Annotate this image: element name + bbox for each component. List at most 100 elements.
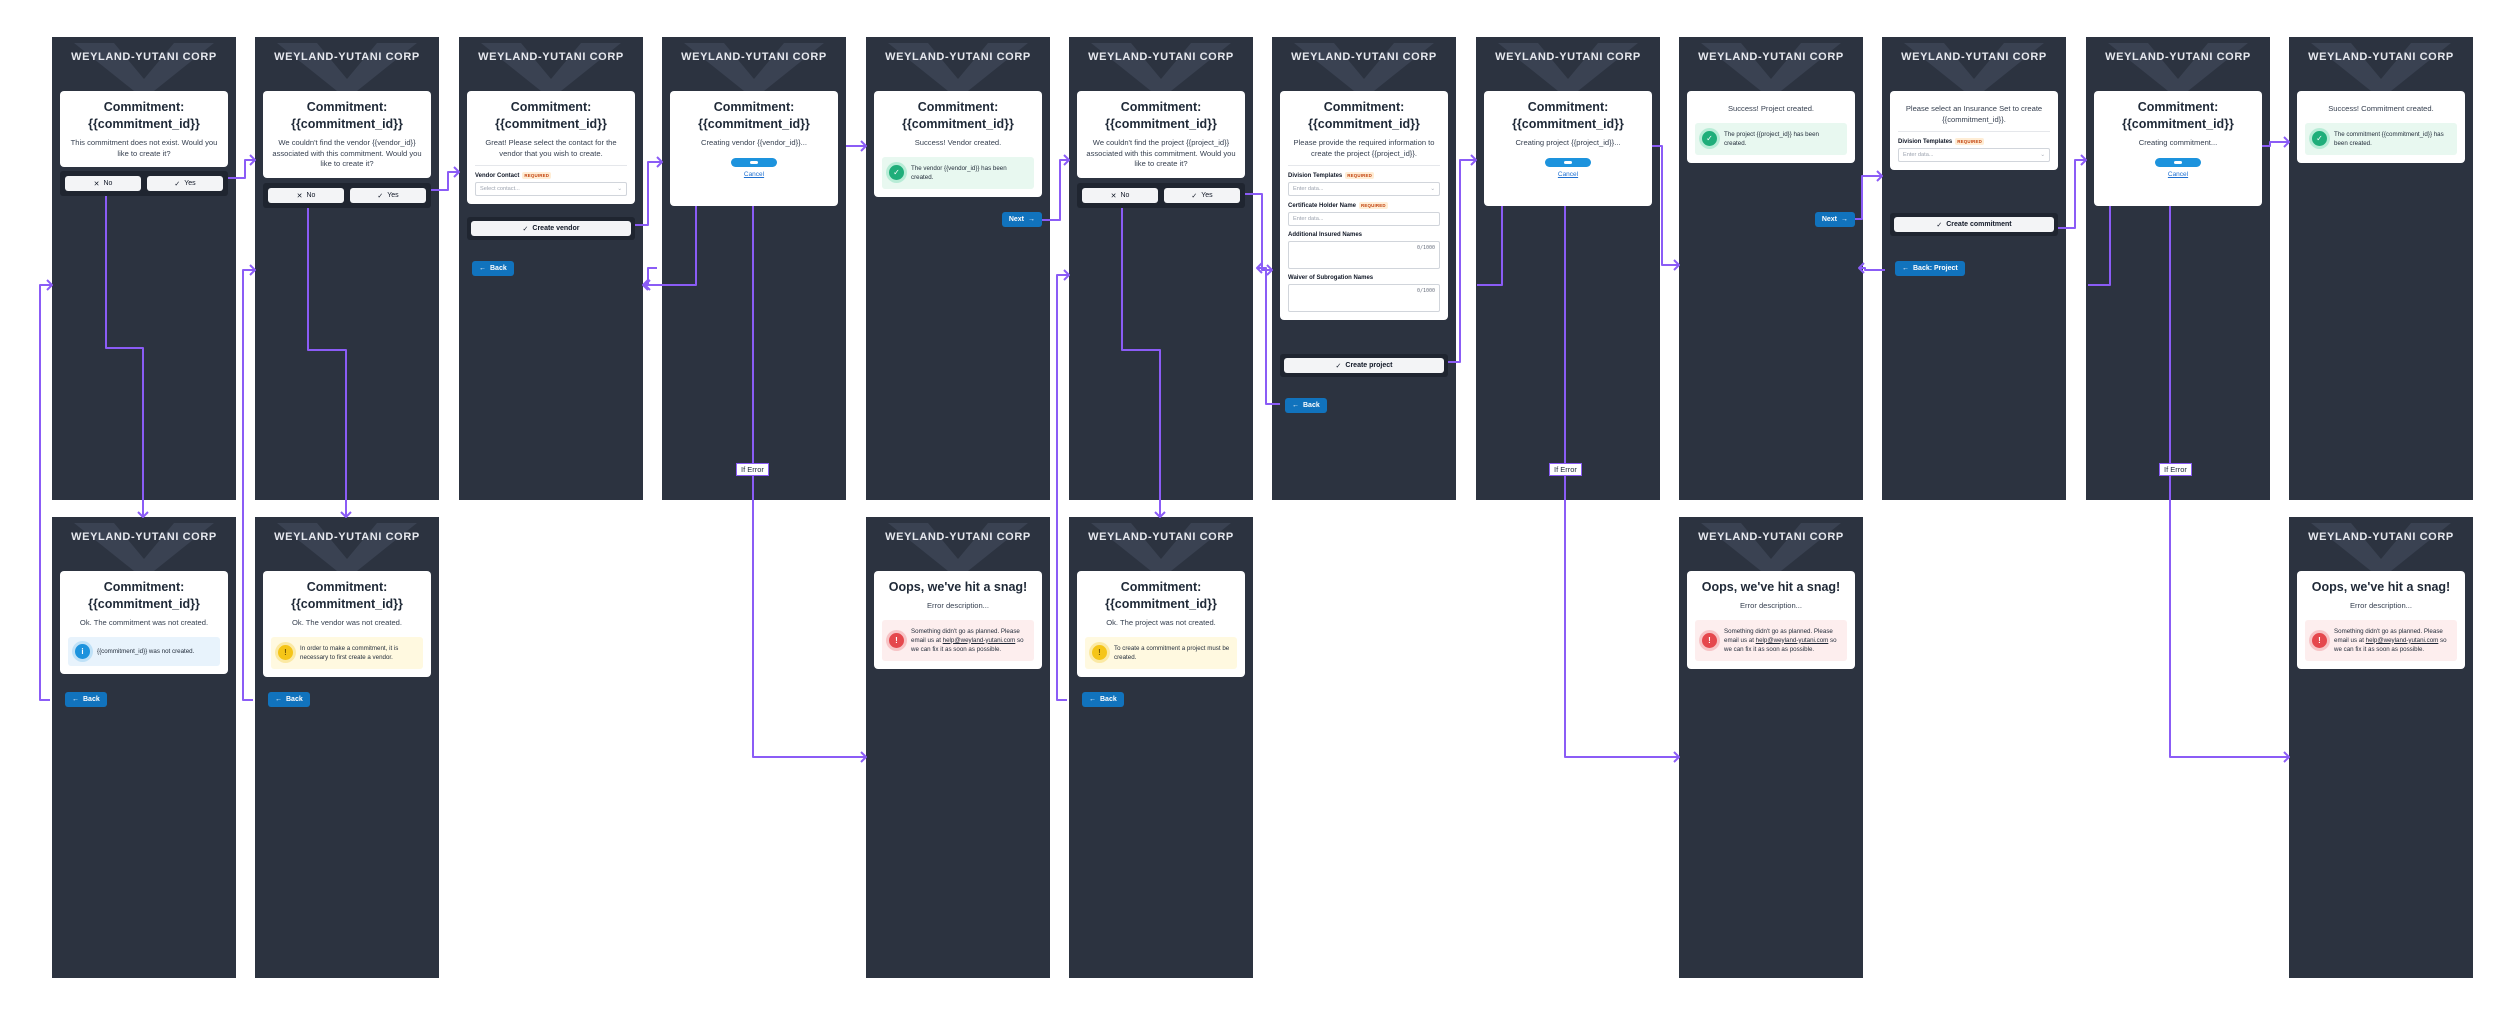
next-button[interactable]: Next→ xyxy=(1001,212,1042,227)
check-icon: ✓ xyxy=(1335,362,1342,370)
dialog-card: Oops, we've hit a snag! Error descriptio… xyxy=(874,571,1042,669)
check-circle-icon: ✓ xyxy=(1702,131,1717,146)
back-button[interactable]: ←Back xyxy=(472,261,514,276)
dialog-title: Oops, we've hit a snag! xyxy=(888,580,1028,594)
arrow-left-icon: ← xyxy=(275,696,282,703)
screen-vendor-created: WEYLAND-YUTANI CORP Commitment: {{commit… xyxy=(866,37,1050,500)
brand-title: WEYLAND-YUTANI CORP xyxy=(274,51,420,63)
yes-button[interactable]: ✓Yes xyxy=(350,188,426,203)
flow-connector xyxy=(645,267,657,286)
support-email-link[interactable]: help@weyland-yutani.com xyxy=(942,636,1016,644)
screen-select-vendor-contact: WEYLAND-YUTANI CORP Commitment: {{commit… xyxy=(459,37,643,500)
no-button[interactable]: ✕No xyxy=(65,176,141,191)
create-project-button[interactable]: ✓Create project xyxy=(1284,358,1444,373)
create-vendor-button[interactable]: ✓Create vendor xyxy=(471,221,631,236)
yes-button[interactable]: ✓Yes xyxy=(147,176,223,191)
back-button[interactable]: ←Back xyxy=(268,692,310,707)
next-button[interactable]: Next→ xyxy=(1814,212,1855,227)
screen-creating-project: WEYLAND-YUTANI CORP Commitment: {{commit… xyxy=(1476,37,1660,500)
weyland-logo-watermark xyxy=(1091,43,1231,99)
back-project-button[interactable]: ←Back: Project xyxy=(1895,261,1965,276)
brand-title: WEYLAND-YUTANI CORP xyxy=(681,51,827,63)
back-button[interactable]: ←Back xyxy=(1285,398,1327,413)
division-templates-select[interactable]: Enter data...⌄ xyxy=(1288,182,1440,196)
yes-button[interactable]: ✓Yes xyxy=(1164,188,1240,203)
flow-connector xyxy=(1056,274,1069,701)
screen-creating-vendor: WEYLAND-YUTANI CORP Commitment: {{commit… xyxy=(662,37,846,500)
screen-error-vendor: WEYLAND-YUTANI CORP Oops, we've hit a sn… xyxy=(866,517,1050,978)
dialog-message: Creating vendor {{vendor_id}}... xyxy=(701,138,807,147)
error-icon: ! xyxy=(2312,632,2327,648)
success-alert: ✓The vendor {{vendor_id}} has been creat… xyxy=(882,156,1034,189)
dialog-card: Oops, we've hit a snag! Error descriptio… xyxy=(1687,571,1855,669)
dialog-title: Oops, we've hit a snag! xyxy=(1701,580,1841,594)
dialog-card: Commitment: {{commitment_id}} Ok. The pr… xyxy=(1077,571,1245,677)
field-label: Waiver of Subrogation Names xyxy=(1288,275,1374,281)
arrow-right-icon: → xyxy=(1841,216,1848,223)
weyland-logo-watermark xyxy=(1701,523,1841,579)
brand-title: WEYLAND-YUTANI CORP xyxy=(1088,51,1234,63)
weyland-logo-watermark xyxy=(74,43,214,99)
vendor-contact-select[interactable]: Select contact...⌄ xyxy=(475,182,627,196)
screen-project-form: WEYLAND-YUTANI CORP Commitment: {{commit… xyxy=(1272,37,1456,500)
brand-title: WEYLAND-YUTANI CORP xyxy=(1901,51,2047,63)
char-counter: 0/1000 xyxy=(1416,288,1435,294)
brand-title: WEYLAND-YUTANI CORP xyxy=(1495,51,1641,63)
arrow-left-icon: ← xyxy=(479,265,486,272)
arrow-right-icon: → xyxy=(1028,216,1035,223)
dialog-card: Commitment: {{commitment_id}} Creating p… xyxy=(1484,91,1652,206)
brand-title: WEYLAND-YUTANI CORP xyxy=(71,531,217,543)
waiver-subrogation-textarea[interactable]: 0/1000 xyxy=(1288,284,1440,312)
cancel-link[interactable]: Cancel xyxy=(2167,170,2189,178)
weyland-logo-watermark xyxy=(2108,43,2248,99)
cancel-link[interactable]: Cancel xyxy=(743,170,765,178)
screen-project-not-found: WEYLAND-YUTANI CORP Commitment: {{commit… xyxy=(1069,37,1253,500)
connector-arrowhead xyxy=(1256,262,1263,274)
dialog-message: Great! Please select the contact for the… xyxy=(485,138,617,158)
support-email-link[interactable]: help@weyland-yutani.com xyxy=(1755,636,1829,644)
action-bar: ✓Create vendor xyxy=(467,217,635,240)
no-button[interactable]: ✕No xyxy=(268,188,344,203)
dialog-card: Commitment: {{commitment_id}} We couldn'… xyxy=(1077,91,1245,178)
cancel-link[interactable]: Cancel xyxy=(1557,170,1579,178)
back-button[interactable]: ←Back xyxy=(65,692,107,707)
dialog-message: We couldn't find the project {{project_i… xyxy=(1086,138,1236,168)
success-alert: ✓The project {{project_id}} has been cre… xyxy=(1695,122,1847,155)
certificate-holder-input[interactable]: Enter data... xyxy=(1288,212,1440,226)
error-alert: !Something didn't go as planned. Please … xyxy=(882,619,1034,661)
support-email-link[interactable]: help@weyland-yutani.com xyxy=(2365,636,2439,644)
screen-commitment-not-created: WEYLAND-YUTANI CORP Commitment: {{commit… xyxy=(52,517,236,978)
divider xyxy=(1898,131,2050,132)
close-icon: ✕ xyxy=(1110,192,1117,200)
dialog-card: Commitment: {{commitment_id}} Please pro… xyxy=(1280,91,1448,320)
loading-indicator xyxy=(1545,157,1591,167)
check-icon: ✓ xyxy=(522,225,529,233)
loading-indicator xyxy=(2155,157,2201,167)
weyland-logo-watermark xyxy=(277,43,417,99)
dialog-card: Commitment: {{commitment_id}} Ok. The ve… xyxy=(263,571,431,677)
no-button[interactable]: ✕No xyxy=(1082,188,1158,203)
screen-commitment-not-exist: WEYLAND-YUTANI CORP Commitment: {{commit… xyxy=(52,37,236,500)
weyland-logo-watermark xyxy=(2311,43,2451,99)
screen-commitment-created: WEYLAND-YUTANI CORP Success! Commitment … xyxy=(2289,37,2473,500)
brand-title: WEYLAND-YUTANI CORP xyxy=(71,51,217,63)
brand-title: WEYLAND-YUTANI CORP xyxy=(274,531,420,543)
screen-error-project: WEYLAND-YUTANI CORP Oops, we've hit a sn… xyxy=(1679,517,1863,978)
char-counter: 0/1000 xyxy=(1416,245,1435,251)
arrow-left-icon: ← xyxy=(72,696,79,703)
division-templates-select[interactable]: Enter data...⌄ xyxy=(1898,148,2050,162)
dialog-message: We couldn't find the vendor {{vendor_id}… xyxy=(272,138,422,168)
warning-alert: !In order to make a commitment, it is ne… xyxy=(271,636,423,669)
required-badge: REQUIRED xyxy=(1345,172,1375,179)
back-button[interactable]: ←Back xyxy=(1082,692,1124,707)
weyland-logo-watermark xyxy=(2311,523,2451,579)
additional-insured-textarea[interactable]: 0/1000 xyxy=(1288,241,1440,269)
weyland-logo-watermark xyxy=(74,523,214,579)
error-alert: !Something didn't go as planned. Please … xyxy=(2305,619,2457,661)
create-commitment-button[interactable]: ✓Create commitment xyxy=(1894,217,2054,232)
dialog-card: Commitment: {{commitment_id}} Creating c… xyxy=(2094,91,2262,206)
check-circle-icon: ✓ xyxy=(2312,131,2327,146)
yes-no-bar: ✕No ✓Yes xyxy=(263,183,431,208)
brand-title: WEYLAND-YUTANI CORP xyxy=(1291,51,1437,63)
